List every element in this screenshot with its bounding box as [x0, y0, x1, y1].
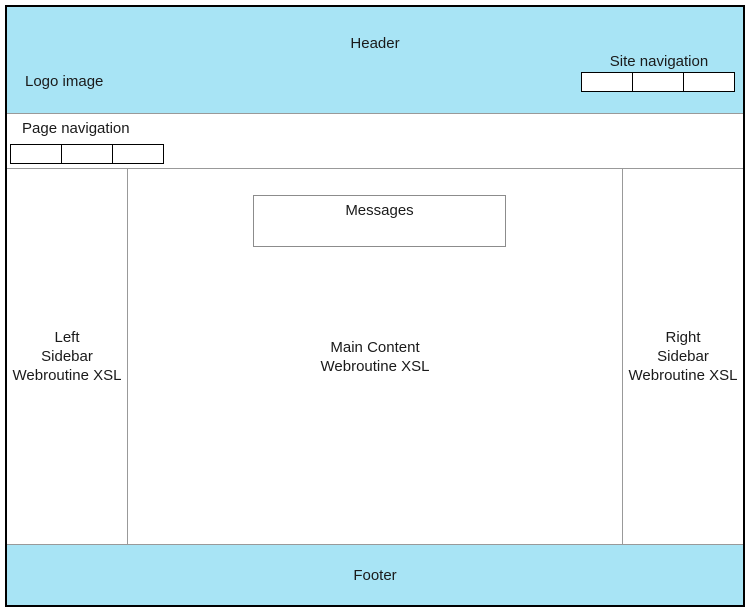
messages-box: Messages [253, 195, 506, 247]
site-navigation-cell[interactable] [683, 72, 735, 92]
messages-label: Messages [345, 202, 414, 219]
site-navigation-cell[interactable] [581, 72, 633, 92]
site-navigation: Site navigation [581, 53, 737, 92]
site-navigation-label: Site navigation [609, 53, 709, 70]
footer-section: Footer [7, 545, 743, 605]
page-navigation-label: Page navigation [22, 120, 130, 137]
footer-label: Footer [353, 566, 397, 584]
right-sidebar: Right Sidebar Webroutine XSL [623, 169, 743, 544]
left-sidebar-label-line: Sidebar [41, 348, 93, 365]
main-content-label-line: Webroutine XSL [320, 357, 430, 375]
site-navigation-cell[interactable] [632, 72, 684, 92]
right-sidebar-label-line: Right [665, 329, 701, 346]
right-sidebar-label-line: Webroutine XSL [628, 367, 738, 384]
header-title: Header [350, 35, 400, 52]
header-section: Header Logo image Site navigation [7, 7, 743, 114]
page-navigation-cell[interactable] [61, 144, 113, 164]
page-navigation-cell[interactable] [10, 144, 62, 164]
page-navigation-cell[interactable] [112, 144, 164, 164]
page-navigation-section: Page navigation [7, 114, 743, 169]
page-container: Header Logo image Site navigation Page n… [5, 5, 745, 607]
main-content: Messages Main Content Webroutine XSL [128, 169, 623, 544]
page-navigation-table [10, 144, 164, 164]
left-sidebar-label-line: Webroutine XSL [12, 367, 122, 384]
main-section: Left Sidebar Webroutine XSL Messages Mai… [7, 169, 743, 545]
main-content-label-line: Main Content [330, 338, 420, 356]
left-sidebar-label-line: Left [54, 329, 80, 346]
site-navigation-table [581, 72, 737, 92]
right-sidebar-label-line: Sidebar [657, 348, 709, 365]
left-sidebar: Left Sidebar Webroutine XSL [7, 169, 128, 544]
logo-image-label: Logo image [25, 73, 104, 90]
